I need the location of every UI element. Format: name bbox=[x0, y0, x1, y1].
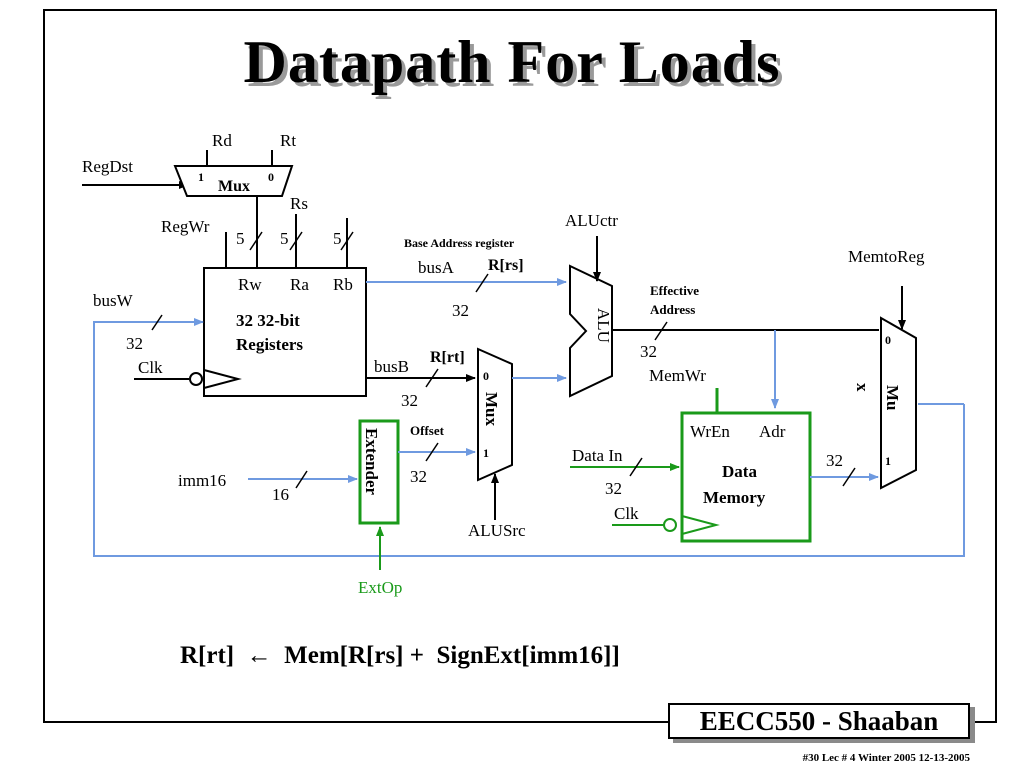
clk2-label: Clk bbox=[614, 504, 639, 523]
alusrc-mux-in1: 1 bbox=[483, 446, 489, 460]
regdst-label: RegDst bbox=[82, 157, 133, 176]
slide-frame bbox=[43, 9, 997, 723]
slide-title: Datapath For Loads bbox=[243, 29, 781, 95]
imm16-width: 16 bbox=[272, 485, 289, 504]
regdst-mux-label: Mux bbox=[218, 178, 250, 195]
slide-footer: #30 Lec # 4 Winter 2005 12-13-2005 bbox=[802, 752, 970, 764]
register-file-label-2: Registers bbox=[236, 335, 303, 354]
data-memory-label-1: Data bbox=[722, 462, 757, 481]
equation: R[rt] ← Mem[R[rs] + SignExt[imm16]] bbox=[180, 642, 620, 669]
alusrc-label: ALUSrc bbox=[468, 521, 526, 540]
memory-out-width: 32 bbox=[826, 451, 843, 470]
rt-label: Rt bbox=[280, 131, 296, 150]
data-memory-box bbox=[680, 411, 812, 543]
effective-label: Effective bbox=[650, 283, 699, 298]
aluctr-label: ALUctr bbox=[565, 211, 618, 230]
clk2-edge-icon bbox=[681, 515, 720, 535]
memtoreg-mux-label: Mu bbox=[883, 385, 902, 411]
busb-label: busB bbox=[374, 357, 409, 376]
register-file-label-1: 32 32-bit bbox=[236, 311, 300, 330]
regdst-mux-in1: 1 bbox=[198, 170, 204, 184]
offset-slash bbox=[425, 442, 439, 462]
rw-width: 5 bbox=[236, 229, 245, 248]
extender-box bbox=[358, 419, 400, 525]
extop-label: ExtOp bbox=[358, 578, 402, 597]
alu-result-width: 32 bbox=[640, 342, 657, 361]
memtoreg-mux-in0: 0 bbox=[885, 333, 891, 347]
extender-label: Extender bbox=[362, 428, 381, 496]
offset-label: Offset bbox=[410, 423, 445, 438]
rb-port: Rb bbox=[333, 275, 353, 294]
rd-label: Rd bbox=[212, 131, 232, 150]
rs-label: Rs bbox=[290, 194, 308, 213]
rrs-label: R[rs] bbox=[488, 257, 524, 274]
ra-width: 5 bbox=[280, 229, 289, 248]
datain-slash bbox=[629, 457, 643, 477]
busa-slash bbox=[475, 273, 489, 293]
rb-slash bbox=[340, 231, 354, 251]
memwr-label: MemWr bbox=[649, 366, 706, 385]
memtoreg-mux-label-x: x bbox=[853, 383, 872, 392]
memory-out-slash bbox=[842, 467, 856, 487]
ra-port: Ra bbox=[290, 275, 309, 294]
regdst-mux bbox=[173, 165, 294, 197]
alu bbox=[569, 264, 613, 398]
data-memory-label-2: Memory bbox=[703, 488, 766, 507]
clk2-bubble bbox=[663, 518, 677, 532]
offset-width: 32 bbox=[410, 467, 427, 486]
register-file bbox=[203, 267, 367, 397]
busb-slash bbox=[425, 368, 439, 388]
memtoreg-mux bbox=[880, 316, 917, 490]
rw-port: Rw bbox=[238, 275, 262, 294]
course-badge: EECC550 - Shaaban bbox=[668, 703, 970, 739]
wren-port: WrEn bbox=[690, 422, 730, 441]
clk-bubble bbox=[189, 372, 203, 386]
imm16-label: imm16 bbox=[178, 471, 226, 490]
alu-label: ALU bbox=[594, 308, 613, 343]
address-label: Address bbox=[650, 302, 695, 317]
rrt-label: R[rt] bbox=[430, 349, 465, 366]
alu-result-slash bbox=[654, 321, 668, 341]
busa-width: 32 bbox=[452, 301, 469, 320]
busa-label: busA bbox=[418, 258, 455, 277]
rw-slash bbox=[249, 231, 263, 251]
datain-label: Data In bbox=[572, 446, 623, 465]
alusrc-mux-label: Mux bbox=[482, 392, 501, 427]
memtoreg-mux-in1: 1 bbox=[885, 454, 891, 468]
busw-width: 32 bbox=[126, 334, 143, 353]
imm16-slash bbox=[295, 470, 308, 489]
regdst-mux-in0: 0 bbox=[268, 170, 274, 184]
base-address-label: Base Address register bbox=[404, 236, 515, 250]
alusrc-mux-in0: 0 bbox=[483, 369, 489, 383]
datain-width: 32 bbox=[605, 479, 622, 498]
busw-slash bbox=[151, 314, 163, 331]
ra-slash bbox=[289, 231, 303, 251]
clk-edge-icon bbox=[203, 369, 242, 389]
regwr-label: RegWr bbox=[161, 217, 210, 236]
adr-port: Adr bbox=[759, 422, 786, 441]
busw-bus bbox=[93, 318, 965, 557]
memtoreg-label: MemtoReg bbox=[848, 247, 925, 266]
busb-width: 32 bbox=[401, 391, 418, 410]
busw-label: busW bbox=[93, 291, 134, 310]
rb-width: 5 bbox=[333, 229, 342, 248]
clk-label: Clk bbox=[138, 358, 163, 377]
alusrc-mux bbox=[477, 347, 513, 482]
